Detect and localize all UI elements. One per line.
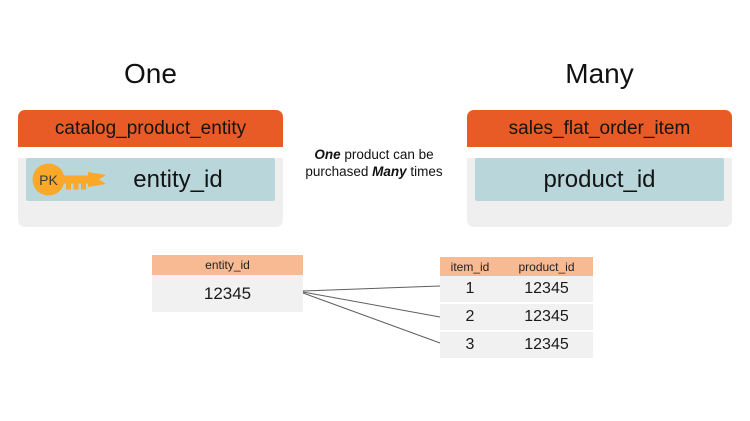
field-name: entity_id (133, 165, 223, 193)
table-row: 2 12345 (440, 304, 593, 330)
field-row-product-id: product_id (475, 158, 724, 201)
table-body: product_id (467, 158, 732, 227)
cardinality-label-one: One (124, 58, 177, 89)
field-name: product_id (543, 165, 656, 193)
table-sales-flat-order-item: sales_flat_order_item product_id (467, 110, 732, 227)
cell-product-id: 12345 (524, 280, 569, 297)
table-row: 1 12345 (440, 276, 593, 302)
table-header: sales_flat_order_item (467, 110, 732, 147)
primary-key-icon: PK (32, 163, 106, 196)
table-row: 3 12345 (440, 332, 593, 358)
annotation-text: purchased (305, 164, 373, 179)
cell-product-id: 12345 (524, 308, 569, 325)
annotation-text: product can be (340, 147, 434, 162)
cell-item-id: 3 (465, 336, 475, 353)
pk-label: PK (39, 172, 58, 188)
annotation-many: Many (372, 164, 407, 179)
annotation-one: One (314, 147, 341, 162)
annotation-text: times (406, 164, 443, 179)
table-header: catalog_product_entity (18, 110, 283, 147)
column-header-entity-id: entity_id (152, 255, 303, 275)
cardinality-label-many: Many (565, 58, 634, 89)
column-header-row: item_id product_id (440, 257, 593, 276)
column-header-product-id: product_id (518, 259, 575, 274)
table-body: PK entity_id (18, 158, 283, 227)
cell-item-id: 1 (465, 280, 475, 297)
cell-entity-id-value: 12345 (152, 275, 303, 312)
table-catalog-product-entity: catalog_product_entity PK entity_id (18, 110, 283, 227)
cell-item-id: 2 (465, 308, 475, 325)
example-table-entity: entity_id 12345 (152, 255, 303, 312)
relationship-annotation: One product can be purchased Many times (293, 146, 455, 180)
cell-product-id: 12345 (524, 336, 569, 353)
field-row-entity-id: PK entity_id (26, 158, 275, 201)
example-table-order-items: item_id product_id 1 12345 2 12345 3 123… (440, 257, 593, 358)
column-header-item-id: item_id (450, 259, 490, 274)
